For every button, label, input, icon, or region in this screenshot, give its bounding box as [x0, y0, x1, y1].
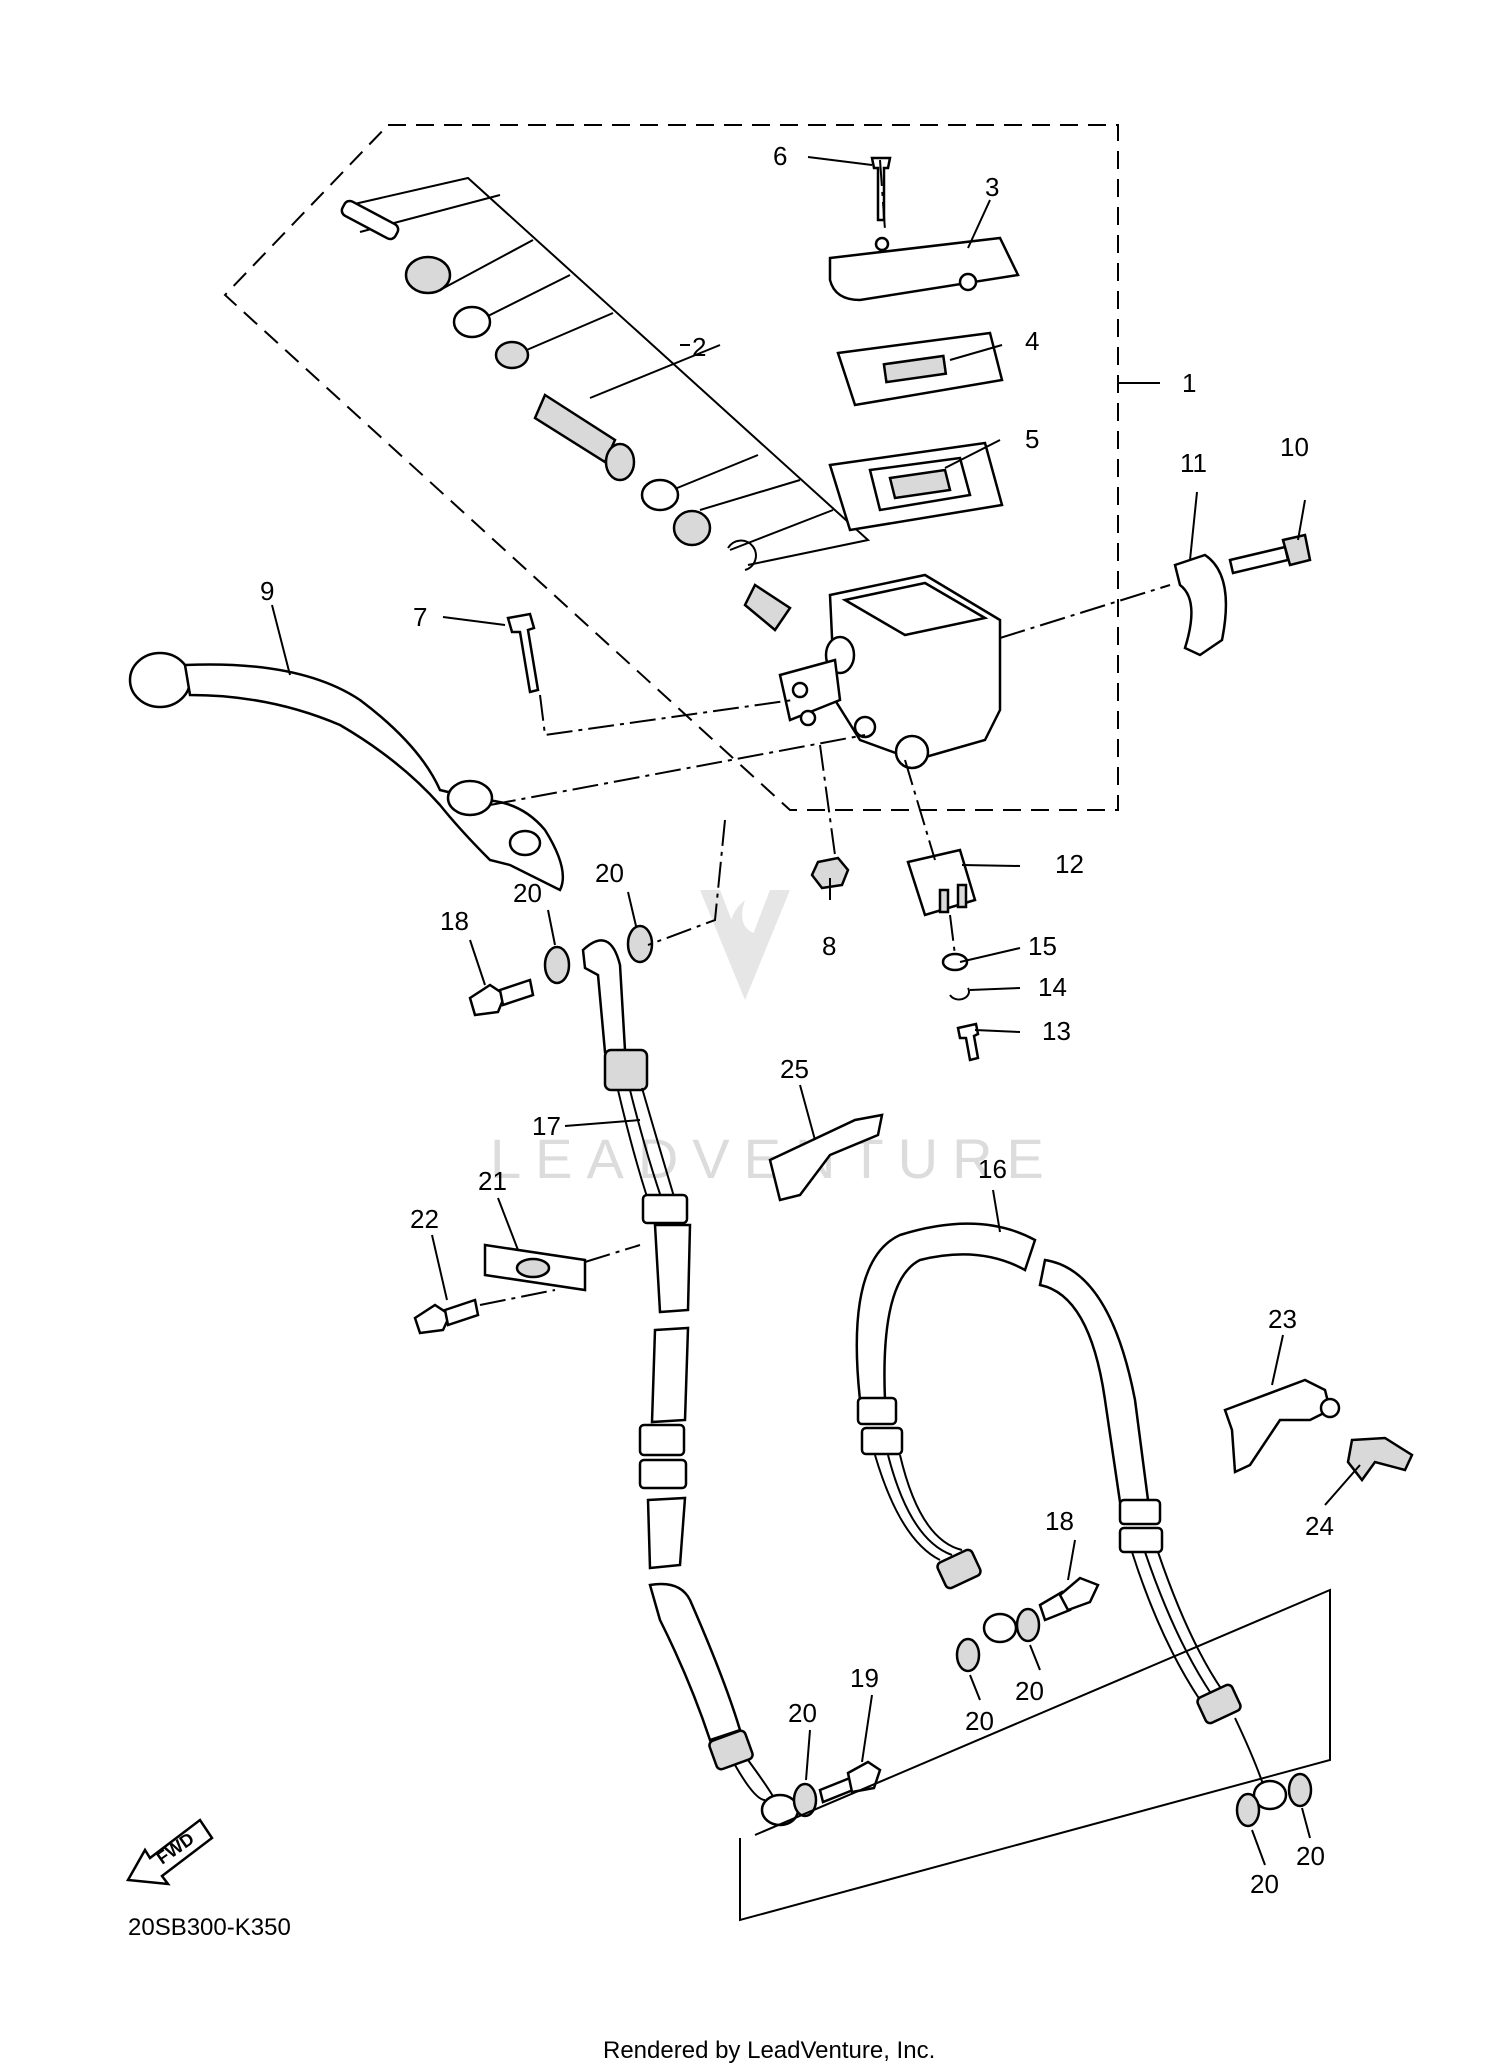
assembly-lines [479, 159, 1171, 1306]
pivot-bolt [506, 612, 540, 694]
callout-19: 19 [850, 1663, 879, 1693]
copper-washer-mid-a [955, 1637, 981, 1673]
callout-20-f: 20 [1250, 1869, 1279, 1899]
callout-5: 5 [1025, 424, 1039, 454]
reservoir-cap [828, 236, 1020, 302]
callout-3: 3 [985, 172, 999, 202]
hose-holder-bracket [1223, 1378, 1332, 1474]
switch-washer [941, 952, 969, 972]
callout-21: 21 [478, 1166, 507, 1196]
copper-washer-upper-b [626, 924, 654, 964]
callout-25: 25 [780, 1054, 809, 1084]
callout-20-a: 20 [513, 878, 542, 908]
copper-washer-lower-c [1287, 1772, 1313, 1808]
callout-14: 14 [1038, 972, 1067, 1002]
callout-8: 8 [822, 931, 836, 961]
copper-washer-lower-a [792, 1782, 818, 1818]
callout-13: 13 [1042, 1016, 1071, 1046]
callout-16: 16 [978, 1154, 1007, 1184]
switch-screw [956, 1022, 980, 1062]
callout-20-b: 20 [595, 858, 624, 888]
callout-11: 11 [1180, 448, 1207, 478]
piston-kit-bracket [349, 176, 871, 566]
watermark: LEADVENTURE [490, 890, 1058, 1190]
footer-credit: Rendered by LeadVenture, Inc. [603, 2037, 935, 2064]
clamp-bolt [1228, 545, 1290, 575]
callout-17: 17 [532, 1111, 561, 1141]
callout-18-upper: 18 [440, 906, 469, 936]
callout-18-lower: 18 [1045, 1506, 1074, 1536]
handlebar-clamp [1173, 553, 1228, 657]
callout-20-d: 20 [965, 1706, 994, 1736]
callout-7: 7 [413, 602, 427, 632]
pivot-nut [810, 856, 850, 890]
callouts: 1 2 3 4 5 6 7 8 9 10 11 12 13 14 15 16 1… [260, 141, 1334, 1899]
callout-9: 9 [260, 576, 274, 606]
callout-6: 6 [773, 141, 787, 171]
callout-20-c: 20 [788, 1698, 817, 1728]
brake-light-switch [906, 848, 977, 917]
callout-4: 4 [1025, 326, 1039, 356]
copper-washer-upper-a [543, 945, 571, 985]
callout-22: 22 [410, 1204, 439, 1234]
brake-hose-lower [855, 1222, 1288, 1811]
hose-clip [1346, 1436, 1414, 1483]
callout-2: 2 [692, 332, 706, 362]
watermark-text: LEADVENTURE [490, 1127, 1058, 1190]
master-cylinder-body [778, 573, 1002, 770]
piston-kit-parts [340, 199, 792, 632]
switch-lock-washer [949, 987, 970, 1001]
callout-12: 12 [1055, 849, 1084, 879]
copper-washer-lower-b [1235, 1792, 1261, 1828]
brake-lever [128, 651, 565, 892]
fwd-arrow: FWD [125, 1818, 214, 1886]
callout-24: 24 [1305, 1511, 1334, 1541]
callout-20-g: 20 [1296, 1841, 1325, 1871]
callout-23: 23 [1268, 1304, 1297, 1334]
lower-reference-box [739, 1588, 1331, 1922]
assembly-boundary [223, 124, 1119, 811]
hose-clamp-bracket [768, 1113, 884, 1202]
copper-washer-mid-b [1015, 1607, 1041, 1643]
diagram-code: 20SB300-K350 [128, 1914, 291, 1941]
leader-lines [271, 156, 1361, 1866]
callout-1: 1 [1182, 368, 1196, 398]
callout-10: 10 [1280, 432, 1309, 462]
brake-hose-upper [581, 939, 800, 1827]
callout-20-e: 20 [1015, 1676, 1044, 1706]
callout-15: 15 [1028, 931, 1057, 961]
union-bolt-lower [818, 1776, 855, 1804]
